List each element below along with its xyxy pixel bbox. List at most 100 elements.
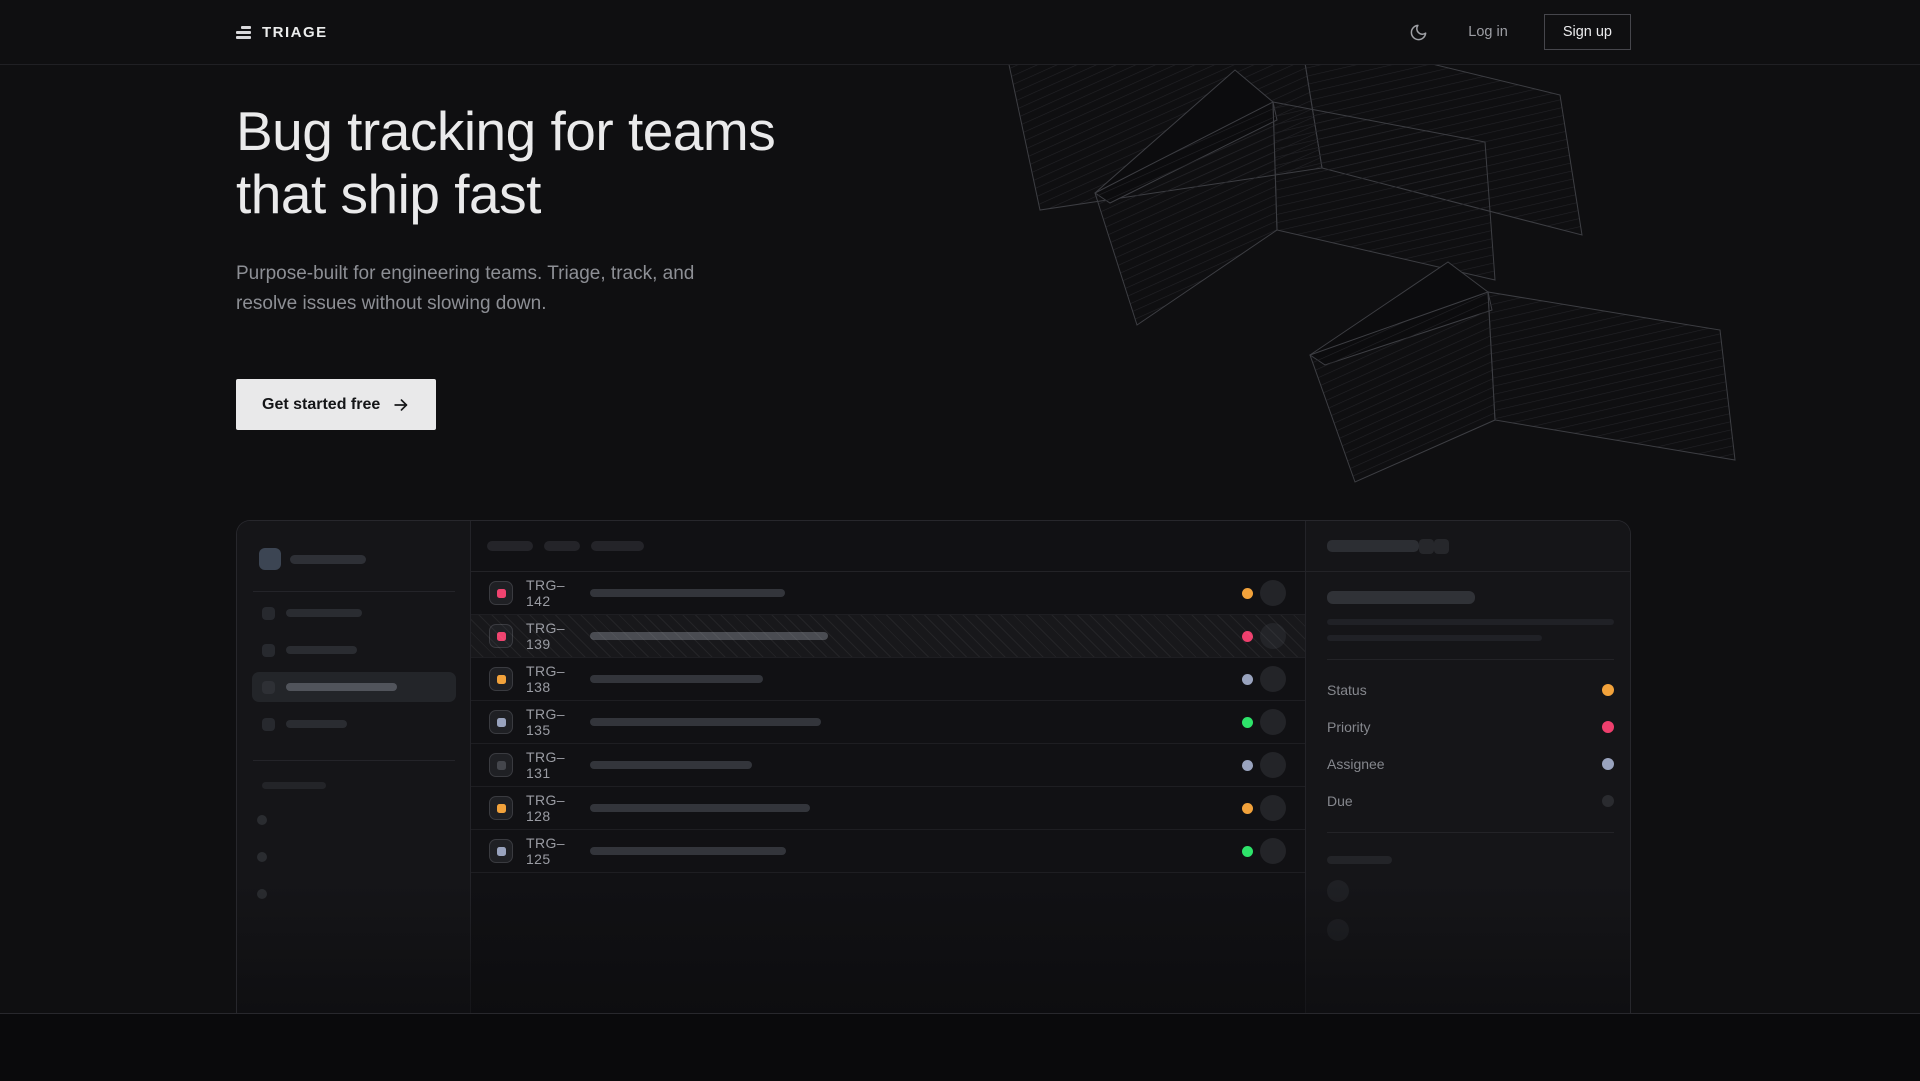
issue-row: TRG–138 (471, 658, 1305, 701)
preview-nav-item (252, 598, 456, 628)
filter-pill (487, 541, 533, 551)
moon-icon (1410, 24, 1427, 40)
issue-type-icon (489, 796, 513, 820)
issue-type-icon (489, 839, 513, 863)
issue-title-placeholder (590, 804, 810, 812)
placeholder-bar (262, 782, 326, 789)
issue-code: TRG–131 (526, 749, 565, 781)
panel-action-square (1419, 538, 1434, 554)
divider (253, 591, 455, 592)
divider (253, 760, 455, 761)
dot (257, 815, 267, 825)
top-nav: TRIAGE Log in Sign up (0, 0, 1920, 65)
preview-list-toolbar (471, 521, 1305, 572)
status-dot (1242, 630, 1253, 642)
field-value-dot (1602, 683, 1614, 696)
preview-sidebar-dots (237, 794, 470, 899)
status-dot (1242, 845, 1253, 857)
detail-field-row: Due (1327, 782, 1614, 819)
placeholder-bar (286, 646, 357, 654)
panel-action-square (1434, 538, 1449, 554)
hero-headline: Bug tracking for teams that ship fast (236, 100, 776, 226)
issue-row: TRG–142 (471, 572, 1305, 615)
issue-code: TRG–139 (526, 620, 565, 652)
status-dot (1242, 673, 1253, 685)
issue-row: TRG–131 (471, 744, 1305, 787)
arrow-right-icon (394, 398, 408, 411)
preview-sidebar-footer (237, 761, 470, 794)
issue-type-icon (489, 624, 513, 648)
field-label: Status (1327, 681, 1367, 698)
issue-title-placeholder (590, 675, 763, 683)
nav-item-icon (262, 717, 275, 731)
preview-nav-item (252, 635, 456, 665)
preview-nav-item-active (252, 672, 456, 702)
assignee-avatar (1260, 709, 1286, 735)
field-label: Assignee (1327, 755, 1385, 772)
filter-pill (591, 541, 644, 551)
issue-title-placeholder (590, 761, 752, 769)
field-value-dot (1602, 720, 1614, 733)
issue-title-placeholder (590, 589, 785, 597)
divider (1327, 659, 1614, 660)
headline-line-2: that ship fast (236, 163, 541, 225)
field-label: Priority (1327, 718, 1371, 735)
field-label: Due (1327, 792, 1353, 809)
activity-placeholder (1327, 856, 1392, 864)
issue-title-placeholder (590, 847, 786, 855)
description-placeholder (1327, 619, 1614, 625)
description-placeholder (1327, 635, 1542, 641)
placeholder-bar (286, 683, 397, 691)
assignee-avatar (1260, 795, 1286, 821)
get-started-button[interactable]: Get started free (236, 379, 437, 430)
theme-toggle-button[interactable] (1405, 19, 1432, 46)
issue-title-placeholder (1327, 591, 1475, 604)
login-link[interactable]: Log in (1462, 23, 1514, 41)
nav-item-icon (262, 680, 275, 694)
field-value-dot (1602, 757, 1614, 770)
issue-row: TRG–135 (471, 701, 1305, 744)
issue-type-icon (489, 710, 513, 734)
filter-pill (544, 541, 580, 551)
hero-subtext: Purpose-built for engineering teams. Tri… (236, 263, 695, 314)
brand-name: TRIAGE (262, 23, 328, 41)
status-dot (1242, 802, 1253, 814)
signup-button[interactable]: Sign up (1543, 14, 1631, 50)
issue-code: TRG–125 (526, 835, 565, 867)
issue-row: TRG–139 (471, 615, 1305, 658)
triage-logo-icon (236, 25, 251, 39)
placeholder-bar (290, 554, 366, 564)
headline-line-1: Bug tracking for teams (236, 100, 776, 162)
status-dot (1242, 587, 1253, 599)
nav-item-icon (262, 643, 275, 657)
issue-code: TRG–138 (526, 663, 565, 695)
workspace-avatar (259, 548, 281, 570)
detail-field-row: Priority (1327, 708, 1614, 745)
issue-type-icon (489, 581, 513, 605)
activity-avatar (1327, 880, 1349, 902)
hero-section: Bug tracking for teams that ship fast Pu… (236, 100, 776, 430)
wireframe-decoration (1007, 31, 1736, 483)
preview-sidebar-nav (237, 592, 470, 739)
issue-row: TRG–125 (471, 830, 1305, 873)
brand-logo[interactable]: TRIAGE (236, 24, 328, 41)
cta-label: Get started free (262, 395, 381, 413)
assignee-avatar (1260, 623, 1286, 649)
status-dot (1242, 716, 1253, 728)
preview-nav-item (252, 709, 456, 739)
placeholder-bar (286, 720, 347, 728)
issue-title-placeholder (590, 718, 821, 726)
status-dot (1242, 759, 1253, 771)
dot (257, 852, 267, 862)
issue-type-icon (489, 753, 513, 777)
issue-code: TRG–128 (526, 792, 565, 824)
preview-sidebar (237, 521, 471, 1013)
field-value-dot (1602, 794, 1614, 807)
dot (257, 889, 267, 899)
